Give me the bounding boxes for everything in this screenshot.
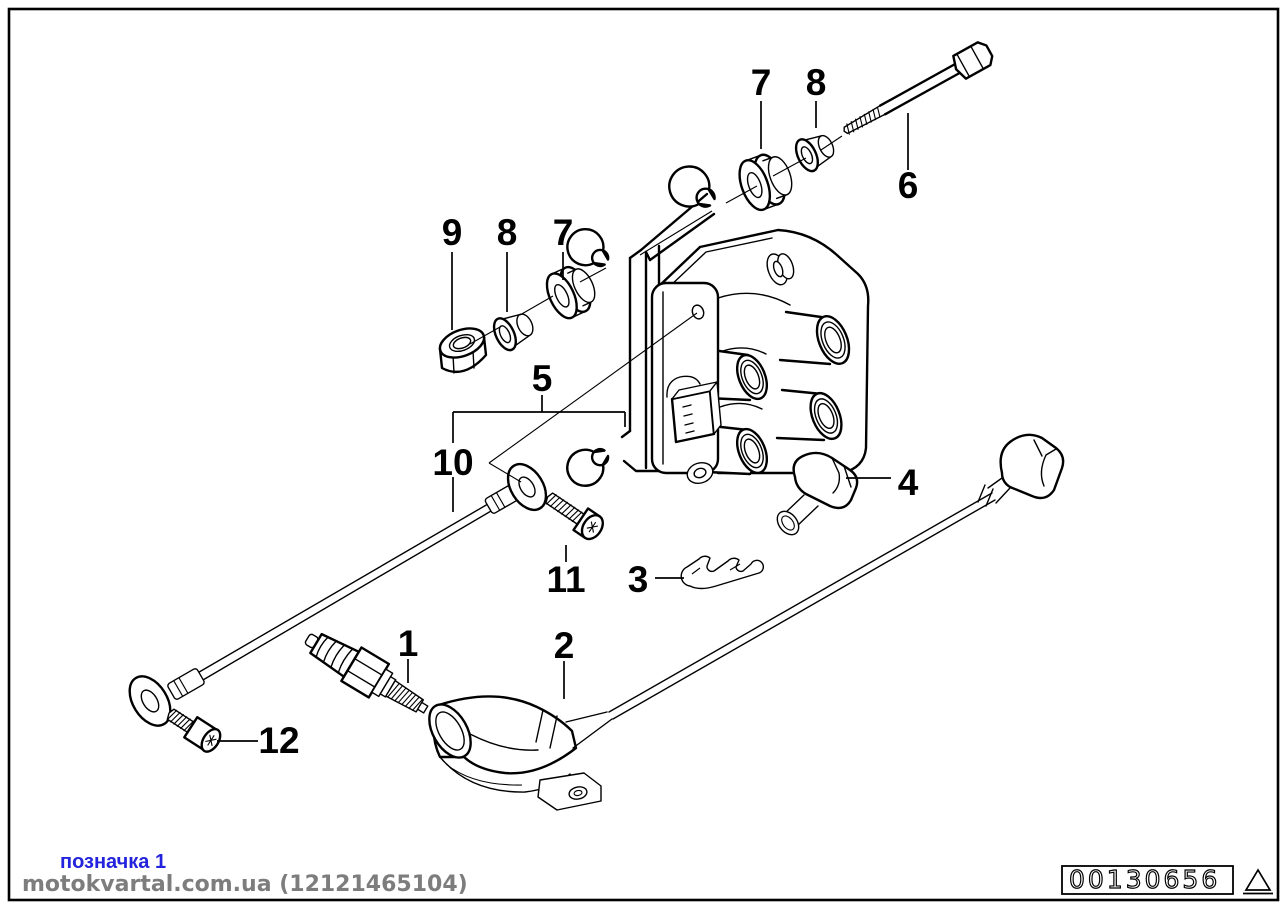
strap-eyelet-upper (506, 462, 548, 512)
cable-elbow-upper (977, 433, 1065, 507)
page-frame (7, 7, 1280, 902)
coil-mount-hole (691, 304, 705, 320)
callout-10-strap: 10 (432, 442, 473, 483)
coil-towers (705, 310, 851, 476)
ground-strap-10 (128, 462, 548, 727)
callout-9-nut: 9 (442, 212, 463, 253)
strap-eyelet-lower (128, 675, 172, 727)
callout-7-top: 7 (751, 62, 772, 103)
callout-1-spark-plug: 1 (398, 623, 419, 664)
coil-bottom-stub (686, 461, 714, 485)
bolt-6 (843, 41, 994, 135)
callout-11-bolt: 11 (546, 559, 585, 600)
grommet-7-mid (545, 265, 596, 320)
coil-rear-grommet (766, 253, 795, 286)
stamp: 00130656 (1061, 864, 1273, 895)
plug-cable-2 (428, 433, 1065, 811)
strap-crimp-lower (167, 668, 205, 700)
bracket-claw-bottom (566, 447, 610, 487)
bushing-8-mid (492, 313, 534, 352)
clamp-3 (680, 555, 765, 590)
elbow-connector-4 (776, 451, 859, 536)
stamp-box (1061, 865, 1234, 895)
ignition-coil (650, 228, 870, 485)
callout-3-clamp: 3 (628, 559, 649, 600)
coil-connector (666, 375, 722, 444)
bolt-11 (545, 492, 605, 541)
spark-plug-1 (304, 632, 429, 714)
screw-12 (166, 708, 222, 753)
assembly-axis-lines (469, 135, 843, 483)
nut-9 (438, 327, 488, 374)
callout-8-mid: 8 (497, 212, 518, 253)
cable-elbow-lower (428, 695, 613, 811)
coil-front-plate (650, 281, 720, 475)
callout-12-screw: 12 (258, 720, 299, 761)
stamp-number: 00130656 (1069, 865, 1220, 894)
callout-leaders (217, 101, 909, 742)
bracket-claw-left (566, 227, 610, 268)
bushing-8-top (794, 134, 835, 173)
callout-5-coil: 5 (532, 358, 553, 399)
watermark-text: motokvartal.com.ua (12121465104) (22, 872, 468, 897)
callout-8-top: 8 (806, 62, 827, 103)
callout-7-mid: 7 (553, 212, 574, 253)
bracket-claw-top (668, 165, 716, 208)
callout-6-bolt: 6 (898, 165, 919, 206)
grommet-7-top (738, 153, 793, 212)
note-link[interactable]: позначка 1 (60, 851, 166, 873)
callout-2-cable: 2 (554, 625, 575, 666)
warning-triangle-icon (1244, 868, 1272, 891)
callout-4-elbow: 4 (898, 462, 919, 503)
